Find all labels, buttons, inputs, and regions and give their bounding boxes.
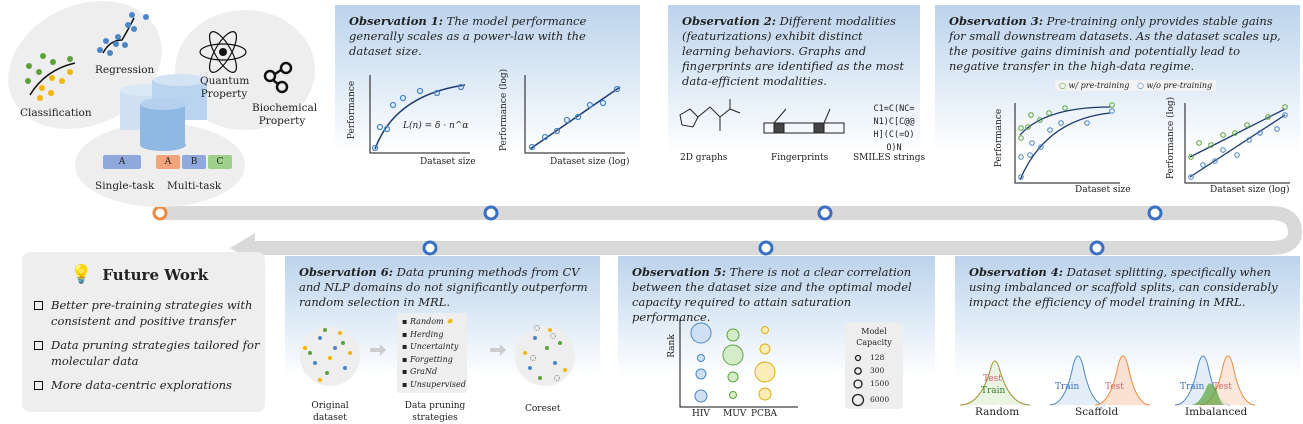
database-icon xyxy=(120,74,207,151)
observation-5-panel: Observation 5: There is not a clear corr… xyxy=(618,256,935,419)
imbalanced-split-label: Imbalanced xyxy=(1185,406,1248,418)
observation-6-panel: Observation 6: Data pruning methods from… xyxy=(285,256,600,423)
strategy-item: ▪ Herding xyxy=(402,329,444,339)
task-b: B xyxy=(190,157,198,167)
observation-2-panel: Observation 2: Different modalities (fea… xyxy=(668,5,925,203)
biochemical-label: Biochemical Property xyxy=(252,102,318,127)
future-work-title: Future Work xyxy=(102,265,209,284)
obs1-xlabel-1: Dataset size xyxy=(420,157,476,167)
classification-label: Classification xyxy=(20,107,92,119)
strategy-item: ▪ Unsupervised xyxy=(402,379,466,389)
dataset-label: PCBA xyxy=(751,409,778,419)
star-icon: ✸ xyxy=(446,317,453,326)
timeline-node-obs4 xyxy=(1089,240,1105,256)
capacity-label: 300 xyxy=(870,366,885,375)
future-work-box: 💡 Future Work Better pre-training strate… xyxy=(22,252,265,412)
fingerprints-label: Fingerprints xyxy=(771,153,829,163)
pruning-strategies-label: Data pruning strategies xyxy=(404,401,466,423)
observation-1-panel: Observation 1: The model performance gen… xyxy=(335,5,640,203)
obs1-ylabel-2: Performance (log) xyxy=(499,68,510,152)
random-split-label: Random xyxy=(975,406,1020,418)
dataset-label: HIV xyxy=(692,409,710,419)
quantum-label: Quantum Property xyxy=(200,75,250,100)
obs1-ylabel-1: Performance xyxy=(347,80,358,140)
obs3-ylabel-2: Performance (log) xyxy=(1166,96,1177,180)
model-capacity-title: Model Capacity xyxy=(856,327,892,347)
timeline-node-obs1 xyxy=(483,205,499,221)
smiles-value: C1=C(NC=N1)C[C@@H](C(=O)O)N xyxy=(873,104,915,153)
coreset-label: Coreset xyxy=(525,404,561,414)
multi-task-label: Multi-task xyxy=(167,180,222,192)
obs3-title: Observation 3: xyxy=(949,14,1044,28)
original-dataset-label: Original dataset xyxy=(311,401,349,423)
obs5-title: Observation 5: xyxy=(632,265,727,279)
scaffold-split-label: Scaffold xyxy=(1075,406,1119,418)
obs3-ylabel-1: Performance xyxy=(994,108,1005,168)
observation-3-panel: Observation 3: Pre-training only provide… xyxy=(935,5,1300,203)
checkbox-icon xyxy=(34,341,43,350)
strategy-item: ▪ Uncertainty xyxy=(402,342,459,351)
observation-4-panel: Observation 4: Dataset splitting, specif… xyxy=(955,256,1300,419)
timeline-node-obs5 xyxy=(758,240,774,256)
future-item: More data-centric explorations xyxy=(34,377,265,393)
capacity-label: 1500 xyxy=(870,379,890,388)
obs4-text: Dataset splitting, specifically when usi… xyxy=(969,265,1278,309)
timeline-node-obs3 xyxy=(1147,205,1163,221)
strategy-item: ▪ Random ✸ xyxy=(402,317,453,326)
task-a-single: A xyxy=(118,157,126,167)
capacity-label: 128 xyxy=(870,353,885,362)
test-label: Test xyxy=(983,374,1002,384)
dataset-label: MUV xyxy=(723,409,747,419)
pruning-strategy-list: ▪ Random ✸ ▪ Herding ▪ Uncertainty ▪ For… xyxy=(402,316,466,391)
obs3-xlabel-2: Dataset size (log) xyxy=(1210,185,1290,195)
obs4-title: Observation 4: xyxy=(969,265,1064,279)
timeline-node-obs2 xyxy=(817,205,833,221)
obs2-text: Different modalities (featurizations) ex… xyxy=(682,14,904,88)
strategy-item: ▪ Forgetting xyxy=(402,354,453,364)
legend-with-pretraining: w/ pre-training xyxy=(1068,81,1130,90)
obs6-text: Data pruning methods from CV and NLP dom… xyxy=(299,265,588,309)
smiles-label: SMILES strings xyxy=(853,153,926,163)
obs2-title: Observation 2: xyxy=(682,14,777,28)
graphs-label: 2D graphs xyxy=(680,153,728,163)
train-label: Train xyxy=(981,386,1006,396)
strategy-item: ▪ GraNd xyxy=(402,367,438,376)
checkbox-icon xyxy=(34,381,43,390)
obs3-text: Pre-training only provides stable gains … xyxy=(949,14,1281,73)
obs1-title: Observation 1: xyxy=(349,14,444,28)
rank-label: Rank xyxy=(666,334,677,358)
obs5-text: There is not a clear correlation between… xyxy=(632,265,912,324)
obs1-xlabel-2: Dataset size (log) xyxy=(550,157,630,167)
obs1-formula: L(n) = δ · n^α xyxy=(403,121,469,131)
capacity-label: 6000 xyxy=(870,395,890,404)
checkbox-icon xyxy=(34,301,43,310)
single-task-label: Single-task xyxy=(95,180,155,192)
molecule-graph-icon xyxy=(679,99,845,134)
task-a: A xyxy=(164,157,172,167)
obs1-text: The model performance generally scales a… xyxy=(349,14,587,58)
train-label: Train xyxy=(1180,382,1205,392)
test-label: Test xyxy=(1105,382,1124,392)
task-c: C xyxy=(216,157,224,167)
future-item: Data pruning strategies tailored for mol… xyxy=(34,337,265,369)
future-item: Better pre-training strategies with cons… xyxy=(34,297,265,329)
obs6-title: Observation 6: xyxy=(299,265,394,279)
lightbulb-icon: 💡 xyxy=(70,264,93,285)
obs3-legend: ○ w/ pre-training ○ w/o pre-training xyxy=(1055,80,1217,91)
obs3-xlabel-1: Dataset size xyxy=(1075,185,1131,195)
legend-without-pretraining: w/o pre-training xyxy=(1146,81,1213,90)
test-label: Test xyxy=(1213,382,1232,392)
timeline-node-obs6 xyxy=(422,240,438,256)
train-label: Train xyxy=(1055,382,1080,392)
regression-label: Regression xyxy=(95,64,155,76)
